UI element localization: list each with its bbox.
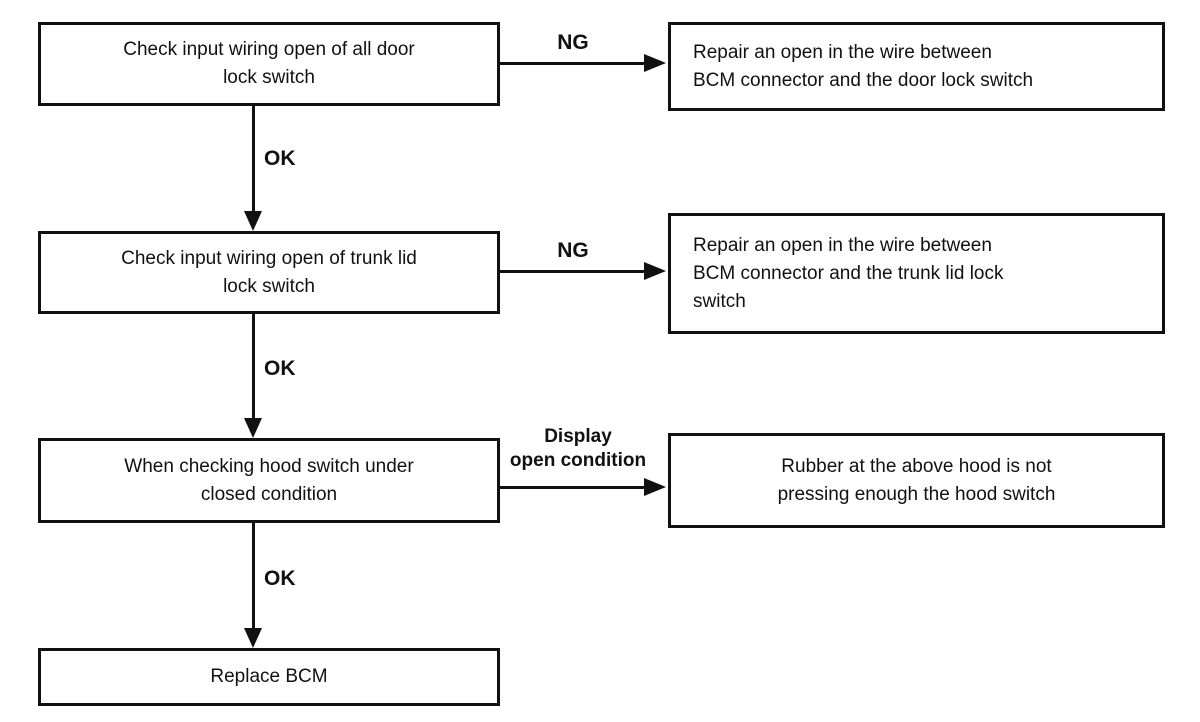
step-text-line: closed condition: [200, 483, 338, 505]
result-text-line: Repair an open in the wire between: [693, 234, 992, 256]
arrow-line-ok-3: [252, 523, 255, 630]
arrow-line-ng-1: [500, 62, 646, 65]
step-box-replace-bcm: Replace BCM: [38, 648, 500, 706]
arrowhead-down-icon: [244, 211, 262, 231]
result-box-trunk-lid-repair: Repair an open in the wire between BCM c…: [668, 213, 1165, 334]
arrowhead-down-icon: [244, 418, 262, 438]
step-text-line: lock switch: [223, 67, 315, 88]
step-text-line: lock switch: [223, 275, 315, 297]
arrow-line-ok-2: [252, 314, 255, 420]
branch-label-ng-1: NG: [500, 31, 646, 55]
result-text-line: BCM connector and the door lock switch: [693, 69, 1034, 91]
result-text-line: Rubber at the above hood is not: [781, 455, 1052, 477]
branch-label-ng-2: NG: [500, 239, 646, 263]
result-text-line: BCM connector and the trunk lid lock: [693, 262, 1004, 284]
result-box-hood-rubber: Rubber at the above hood is not pressing…: [668, 433, 1165, 528]
step-text-line: When checking hood switch under: [124, 455, 414, 477]
ok-label-1: OK: [264, 147, 296, 170]
arrow-line-ng-2: [500, 270, 646, 273]
branch-label-text: Display: [544, 426, 612, 447]
arrow-line-display-open: [500, 486, 646, 489]
step-box-hood-switch: When checking hood switch under closed c…: [38, 438, 500, 523]
branch-label-text: open condition: [509, 450, 647, 471]
ok-label-3: OK: [264, 567, 296, 590]
ok-label-2: OK: [264, 357, 296, 380]
arrowhead-right-icon: [644, 478, 666, 496]
result-text-line: pressing enough the hood switch: [777, 483, 1056, 505]
arrow-line-ok-1: [252, 106, 255, 214]
branch-label-text: NG: [557, 31, 589, 54]
step-text-line: Replace BCM: [210, 666, 328, 687]
arrowhead-right-icon: [644, 54, 666, 72]
result-box-door-lock-repair: Repair an open in the wire between BCM c…: [668, 22, 1165, 111]
result-text-line: Repair an open in the wire between: [693, 41, 992, 63]
arrowhead-right-icon: [644, 262, 666, 280]
step-text-line: Check input wiring open of all door: [123, 39, 415, 60]
step-box-door-lock-switch: Check input wiring open of all door lock…: [38, 22, 500, 106]
step-box-trunk-lid-lock-switch: Check input wiring open of trunk lid loc…: [38, 231, 500, 314]
step-text-line: Check input wiring open of trunk lid: [121, 247, 417, 269]
branch-label-text: NG: [557, 239, 589, 262]
result-text-line: switch: [693, 290, 746, 312]
arrowhead-down-icon: [244, 628, 262, 648]
branch-label-display-open-condition: Display open condition: [486, 425, 670, 473]
